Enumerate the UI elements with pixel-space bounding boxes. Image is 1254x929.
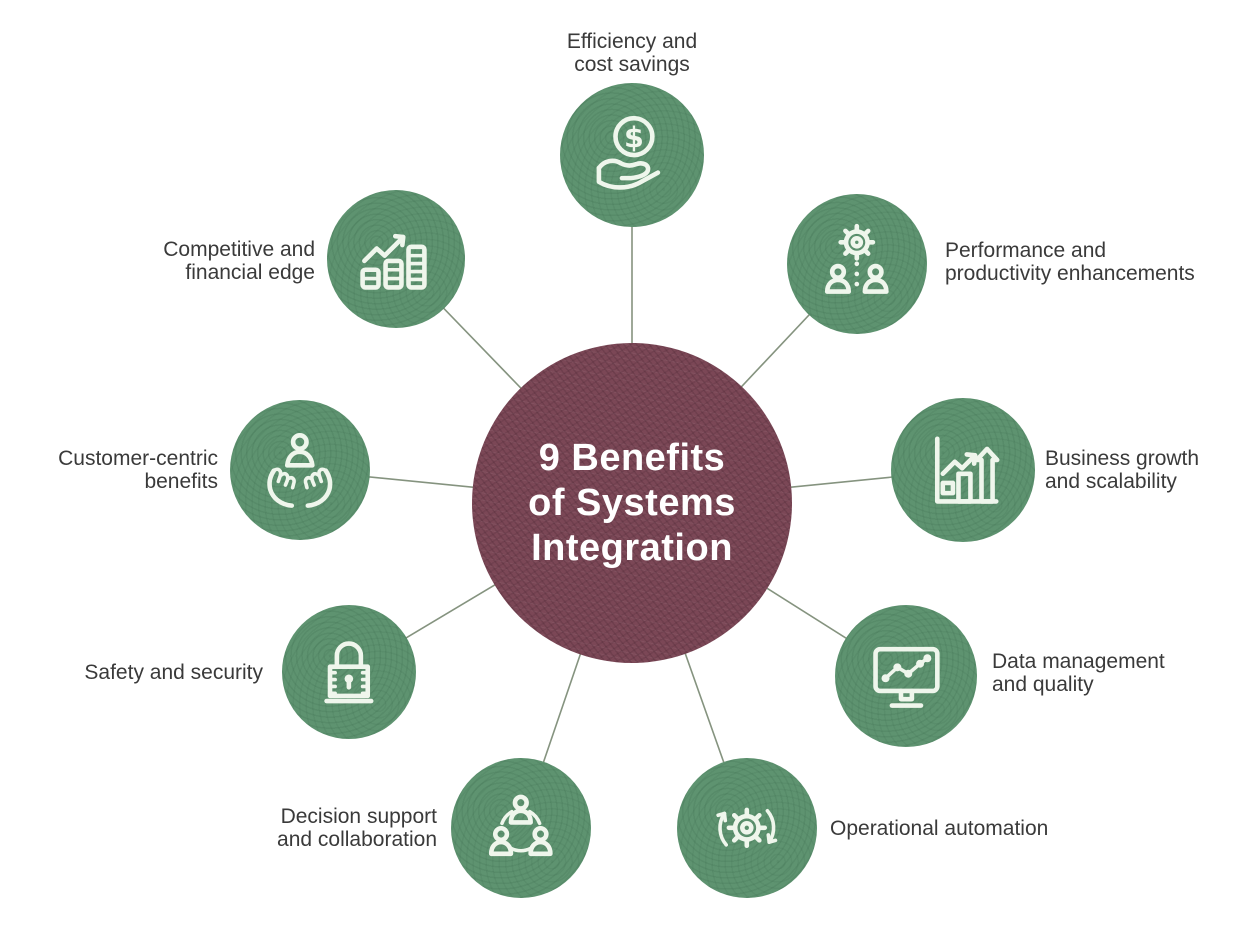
hands-person-icon — [255, 425, 345, 515]
svg-text:$: $ — [624, 120, 644, 154]
node-safety-security — [282, 605, 416, 739]
dollar-hand-icon: $ — [586, 109, 678, 201]
hub-title-line: of Systems — [528, 481, 736, 524]
padlock-icon — [306, 629, 392, 715]
hub-circle: 9 Benefits of Systems Integration — [472, 343, 792, 663]
monitor-chart-icon — [861, 631, 952, 722]
node-business-growth — [891, 398, 1035, 542]
node-performance — [787, 194, 927, 334]
coins-trend-icon — [352, 215, 440, 303]
label-performance: Performance and productivity enhancement… — [945, 239, 1195, 285]
people-network-icon — [476, 783, 566, 873]
growth-chart-icon — [917, 424, 1009, 516]
node-operational-automation — [677, 758, 817, 898]
label-efficiency: Efficiency and cost savings — [566, 30, 698, 76]
label-business-growth: Business growth and scalability — [1045, 447, 1200, 493]
node-data-management — [835, 605, 977, 747]
node-competitive-edge — [327, 190, 465, 328]
label-customer-centric: Customer-centric benefits — [58, 447, 218, 493]
label-decision-support: Decision support and collaboration — [277, 805, 437, 851]
gear-cycle-icon — [702, 783, 792, 873]
label-data-management: Data management and quality — [992, 650, 1165, 696]
node-decision-support — [451, 758, 591, 898]
label-operational-automation: Operational automation — [830, 817, 1049, 840]
gear-people-icon — [812, 219, 902, 309]
hub-title-line: 9 Benefits — [538, 436, 726, 479]
node-customer-centric — [230, 400, 370, 540]
label-safety-security: Safety and security — [84, 661, 263, 684]
hub-title-line: Integration — [531, 526, 733, 569]
label-competitive-edge: Competitive and financial edge — [163, 238, 315, 284]
node-efficiency: $ — [560, 83, 704, 227]
